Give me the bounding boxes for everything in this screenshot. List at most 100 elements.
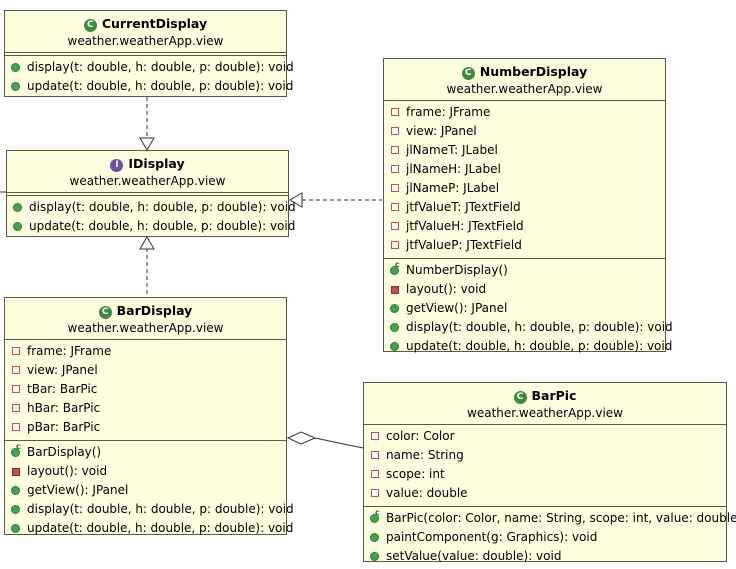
- field-row[interactable]: jtfValueH: JTextField: [384, 217, 665, 236]
- private-field-icon: [371, 470, 379, 478]
- method-row[interactable]: update(t: double, h: double, p: double):…: [5, 519, 293, 538]
- class-name: BarPic: [531, 388, 577, 403]
- field-row[interactable]: view: JPanel: [384, 122, 665, 141]
- fields-section: color: Color name: String scope: int val…: [364, 425, 726, 506]
- private-field-icon: [12, 366, 20, 374]
- class-name: NumberDisplay: [479, 64, 588, 79]
- private-field-icon: [391, 241, 399, 249]
- private-field-icon: [12, 423, 20, 431]
- private-method-icon: [391, 286, 399, 294]
- private-field-icon: [371, 432, 379, 440]
- class-icon: C: [461, 67, 475, 80]
- constructor-marker: c: [395, 260, 400, 269]
- field-row[interactable]: tBar: BarPic: [5, 380, 286, 399]
- private-field-icon: [371, 451, 379, 459]
- private-field-icon: [391, 203, 399, 211]
- field-row[interactable]: jlNameT: JLabel: [384, 141, 665, 160]
- number-display-realization-arrowhead: [289, 192, 303, 208]
- class-icon: C: [513, 391, 527, 404]
- public-method-icon: [390, 342, 399, 351]
- package-name: weather.weatherApp.view: [67, 321, 224, 335]
- private-method-icon: [12, 468, 20, 476]
- field-row[interactable]: color: Color: [364, 427, 726, 446]
- method-row[interactable]: update(t: double, h: double, p: double):…: [5, 77, 293, 96]
- public-method-icon: [11, 82, 20, 91]
- method-row[interactable]: display(t: double, h: double, p: double)…: [384, 318, 673, 337]
- class-bar-display[interactable]: C BarDisplay weather.weatherApp.view fram…: [4, 297, 294, 535]
- constructor-icon: [370, 514, 379, 523]
- package-name: weather.weatherApp.view: [69, 174, 226, 188]
- private-field-icon: [391, 165, 399, 173]
- method-row[interactable]: layout(): void: [5, 462, 286, 481]
- constructor-marker: c: [375, 508, 380, 517]
- class-name: IDisplay: [128, 156, 185, 171]
- class-number-display[interactable]: C NumberDisplay weather.weatherApp.view f…: [383, 58, 673, 353]
- private-field-icon: [391, 127, 399, 135]
- class-icon: C: [98, 306, 112, 319]
- public-method-icon: [11, 486, 20, 495]
- method-row[interactable]: layout(): void: [384, 280, 665, 299]
- interface-idisplay[interactable]: I IDisplay weather.weatherApp.view displa…: [6, 150, 296, 239]
- method-row[interactable]: getView(): JPanel: [5, 481, 286, 500]
- field-row[interactable]: frame: JFrame: [5, 342, 286, 361]
- bar-display-realization-arrowhead: [139, 236, 155, 250]
- aggregation-line: [314, 437, 364, 449]
- method-row[interactable]: setValue(value: double): void: [364, 547, 726, 566]
- class-header: C NumberDisplay weather.weatherApp.view: [384, 59, 665, 100]
- field-row[interactable]: frame: JFrame: [384, 103, 665, 122]
- field-row[interactable]: scope: int: [364, 465, 726, 484]
- package-name: weather.weatherApp.view: [67, 34, 224, 48]
- private-field-icon: [391, 108, 399, 116]
- aggregation-diamond: [286, 431, 317, 445]
- methods-section: display(t: double, h: double, p: double)…: [7, 196, 296, 239]
- private-field-icon: [391, 222, 399, 230]
- class-icon: C: [83, 19, 97, 32]
- field-row[interactable]: hBar: BarPic: [5, 399, 286, 418]
- method-row[interactable]: getView(): JPanel: [384, 299, 665, 318]
- field-row[interactable]: pBar: BarPic: [5, 418, 286, 437]
- private-field-icon: [12, 347, 20, 355]
- field-row[interactable]: jtfValueP: JTextField: [384, 236, 665, 255]
- field-row[interactable]: name: String: [364, 446, 726, 465]
- public-method-icon: [390, 304, 399, 313]
- public-method-icon: [370, 533, 379, 542]
- public-method-icon: [13, 203, 22, 212]
- methods-section: display(t: double, h: double, p: double)…: [5, 56, 294, 99]
- public-method-icon: [11, 505, 20, 514]
- field-row[interactable]: jtfValueT: JTextField: [384, 198, 665, 217]
- public-method-icon: [11, 63, 20, 72]
- method-row[interactable]: update(t: double, h: double, p: double):…: [7, 217, 295, 236]
- private-field-icon: [391, 146, 399, 154]
- field-row[interactable]: jlNameP: JLabel: [384, 179, 665, 198]
- class-name: CurrentDisplay: [101, 16, 208, 31]
- class-header: I IDisplay weather.weatherApp.view: [7, 151, 288, 192]
- private-field-icon: [391, 184, 399, 192]
- public-method-icon: [11, 524, 20, 533]
- class-name: BarDisplay: [116, 303, 193, 318]
- field-row[interactable]: value: double: [364, 484, 726, 503]
- interface-icon: I: [110, 159, 124, 172]
- current-display-realization-arrowhead: [139, 137, 155, 151]
- method-row[interactable]: display(t: double, h: double, p: double)…: [7, 198, 296, 217]
- constructor-marker: c: [16, 442, 21, 451]
- public-method-icon: [370, 552, 379, 561]
- field-row[interactable]: view: JPanel: [5, 361, 286, 380]
- method-row[interactable]: display(t: double, h: double, p: double)…: [5, 58, 294, 77]
- method-row[interactable]: display(t: double, h: double, p: double)…: [5, 500, 294, 519]
- fields-section: frame: JFrame view: JPanel jlNameT: JLab…: [384, 101, 665, 258]
- fields-section: frame: JFrame view: JPanel tBar: BarPic …: [5, 340, 286, 440]
- package-name: weather.weatherApp.view: [446, 82, 603, 96]
- constructor-icon: [390, 266, 399, 275]
- field-row[interactable]: jlNameH: JLabel: [384, 160, 665, 179]
- constructor-icon: [11, 448, 20, 457]
- method-row[interactable]: paintComponent(g: Graphics): void: [364, 528, 726, 547]
- method-row[interactable]: update(t: double, h: double, p: double):…: [384, 337, 672, 356]
